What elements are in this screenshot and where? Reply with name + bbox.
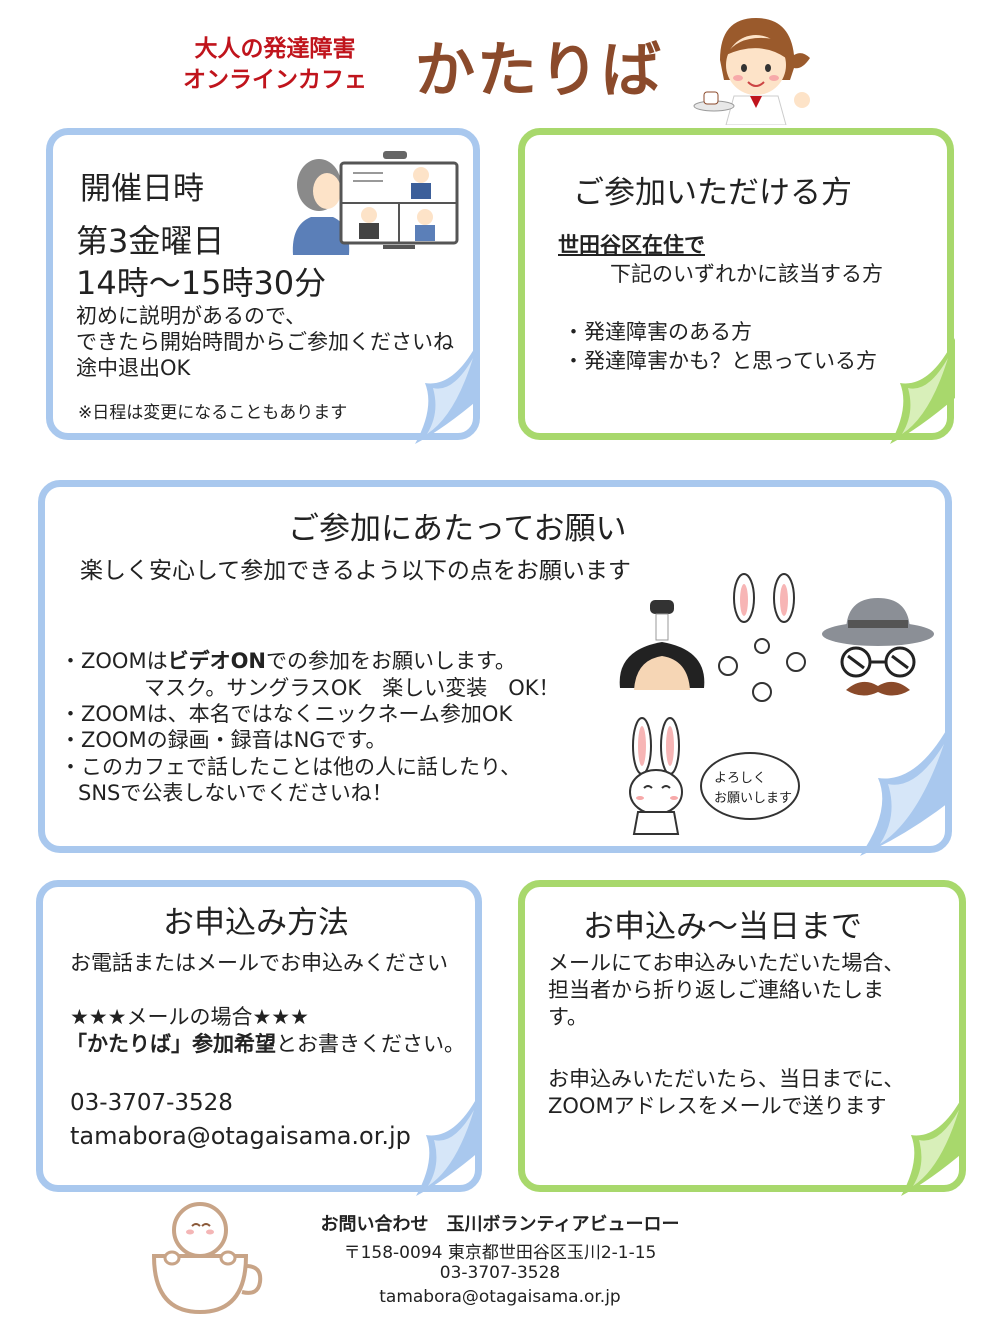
apply-line1: お電話またはメールでお申込みください bbox=[70, 951, 448, 975]
requests-intro: 楽しく安心して参加できるよう以下の点をお願います bbox=[80, 558, 631, 584]
rabbit-illustration bbox=[629, 717, 683, 835]
eligibility-item-2: ・発達障害かも？と思っている方 bbox=[563, 349, 877, 373]
page-curl-decoration bbox=[416, 1090, 481, 1196]
until-day-line2: 担当者から折り返しご連絡いたしま bbox=[548, 978, 884, 1002]
schedule-time: 14時～15時30分 bbox=[76, 264, 327, 302]
requests-line3: ・ZOOMは、本名ではなくニックネーム参加OK bbox=[60, 702, 513, 726]
page-curl-decoration bbox=[901, 1090, 966, 1196]
until-day-line3: す。 bbox=[548, 1005, 588, 1029]
schedule-note-line2: できたら開始時間からご参加くださいね bbox=[76, 330, 454, 354]
page-title: かたりば bbox=[415, 36, 663, 106]
page-curl-decoration bbox=[860, 720, 952, 856]
header-subtitle: 大人の発達障害 オンラインカフェ bbox=[160, 34, 390, 96]
schedule-heading: 開催日時 bbox=[80, 171, 204, 207]
footer-email[interactable]: tamabora@otagaisama.or.jp bbox=[379, 1287, 621, 1307]
schedule-day: 第3金曜日 bbox=[76, 222, 225, 260]
until-day-card bbox=[518, 880, 966, 1192]
schedule-note-line1: 初めに説明があるので、 bbox=[76, 304, 307, 328]
speech-bubble-line2: お願いします bbox=[714, 791, 793, 806]
apply-mail-header: ★★★メールの場合★★★ bbox=[70, 1005, 309, 1029]
eligibility-area: 世田谷区在住で bbox=[558, 233, 705, 257]
speech-bubble bbox=[700, 752, 800, 820]
requests-line1-bold: ビデオON bbox=[167, 649, 267, 673]
requests-line1-pre: ・ZOOMは bbox=[60, 649, 168, 673]
wig-illustration bbox=[619, 600, 705, 690]
header-subtitle-line2: オンラインカフェ bbox=[183, 67, 367, 93]
eligibility-item-1: ・発達障害のある方 bbox=[563, 320, 752, 344]
cup-mascot-illustration bbox=[151, 1202, 263, 1315]
page-curl-decoration bbox=[890, 338, 955, 444]
requests-line5: ・このカフェで話したことは他の人に話したり、 bbox=[60, 755, 522, 779]
requests-line2: マスク。サングラスOK 楽しい変装 OK！ bbox=[144, 676, 560, 700]
apply-mail-instruction: 「かたりば」参加希望とお書きください。 bbox=[66, 1028, 465, 1058]
requests-line4: ・ZOOMの録画・録音はNGです。 bbox=[60, 728, 387, 752]
requests-line1-post: での参加をお願いします。 bbox=[266, 649, 516, 673]
footer-address: 〒158-0094 東京都世田谷区玉川2-1-15 bbox=[343, 1243, 657, 1263]
rabbit-ears-illustration bbox=[718, 573, 806, 702]
apply-email[interactable]: tamabora@otagaisama.or.jp bbox=[70, 1122, 411, 1150]
until-day-line1: メールにてお申込みいただいた場合、 bbox=[548, 951, 905, 975]
apply-mail-bold: 「かたりば」参加希望 bbox=[66, 1032, 276, 1056]
eligibility-condition: 下記のいずれかに該当する方 bbox=[610, 262, 883, 286]
requests-line6: SNSで公表しないでくださいね！ bbox=[78, 781, 393, 805]
page-curl-decoration bbox=[415, 338, 480, 444]
requests-heading: ご参加にあたってお願い bbox=[288, 511, 627, 547]
eligibility-card bbox=[518, 128, 954, 440]
schedule-disclaimer: ※日程は変更になることもあります bbox=[78, 403, 348, 423]
footer-contact: お問い合わせ 玉川ボランティアビューロー bbox=[320, 1214, 680, 1235]
requests-line1: ・ZOOMはビデオONでの参加をお願いします。 bbox=[60, 645, 516, 675]
footer-phone: 03-3707-3528 bbox=[439, 1263, 561, 1283]
apply-mail-rest: とお書きください。 bbox=[276, 1032, 465, 1056]
waitress-illustration bbox=[693, 18, 810, 125]
video-call-illustration bbox=[292, 151, 459, 255]
until-day-line5: ZOOMアドレスをメールで送ります bbox=[548, 1094, 887, 1118]
apply-phone: 03-3707-3528 bbox=[70, 1090, 233, 1116]
eligibility-heading: ご参加いただける方 bbox=[573, 175, 852, 211]
header-subtitle-line1: 大人の発達障害 bbox=[194, 36, 356, 62]
hat-glasses-mustache-illustration bbox=[822, 598, 934, 696]
apply-heading: お申込み方法 bbox=[163, 905, 349, 941]
until-day-line4: お申込みいただいたら、当日までに、 bbox=[548, 1067, 905, 1091]
schedule-note-line3: 途中退出OK bbox=[76, 356, 191, 380]
until-day-heading: お申込み～当日まで bbox=[583, 909, 862, 945]
apply-card bbox=[36, 880, 482, 1192]
speech-bubble-line1: よろしく bbox=[714, 771, 767, 786]
